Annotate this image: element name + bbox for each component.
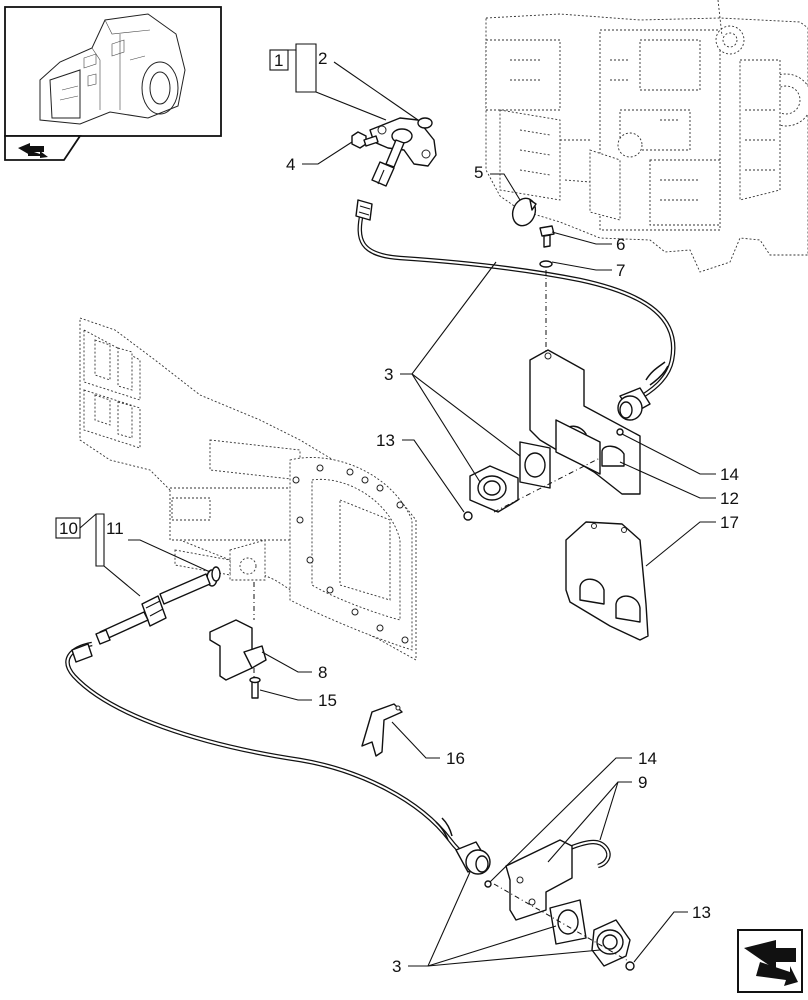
- speed-sensor-lower[interactable]: [95, 569, 218, 645]
- sensor-cable-lower[interactable]: [65, 641, 491, 875]
- callout-10: 10: [59, 519, 78, 538]
- callout-11: 11: [106, 519, 124, 538]
- callout-13-upper: 13: [376, 431, 395, 450]
- engine-block-drawing: [485, 0, 808, 273]
- callout-15: 15: [318, 691, 337, 710]
- transmission-housing-drawing: [79, 317, 417, 661]
- callout-12: 12: [720, 489, 739, 508]
- screw-13-upper[interactable]: [463, 511, 473, 521]
- bracket-8[interactable]: [209, 619, 267, 681]
- callout-8: 8: [318, 663, 327, 682]
- connector-housing-upper[interactable]: [469, 465, 519, 513]
- screw-13-lower[interactable]: [625, 961, 635, 971]
- callout-14-lower: 14: [638, 749, 657, 768]
- callout-9: 9: [638, 773, 647, 792]
- connector-housing-lower[interactable]: [591, 919, 631, 967]
- pin-14-lower[interactable]: [484, 880, 492, 888]
- clip-bracket-16[interactable]: [361, 703, 403, 757]
- callout-16: 16: [446, 749, 465, 768]
- leader-lines: [79, 43, 716, 967]
- speed-sensor-upper[interactable]: [369, 117, 437, 187]
- sensor-cable-upper[interactable]: [355, 199, 676, 421]
- callout-4: 4: [286, 155, 295, 174]
- next-page-arrow-icon[interactable]: [737, 929, 803, 993]
- callout-3-upper: 3: [384, 365, 393, 384]
- callout-7: 7: [616, 261, 625, 280]
- heat-shield-17[interactable]: [565, 521, 649, 641]
- transmission-housing-thumbnail-image: [39, 13, 186, 125]
- protective-cap-5[interactable]: [509, 195, 539, 229]
- callout-2: 2: [318, 49, 327, 68]
- bolt-15[interactable]: [249, 676, 261, 699]
- callout-17: 17: [720, 513, 739, 532]
- o-ring-11[interactable]: [211, 566, 221, 582]
- bolt-6[interactable]: [539, 225, 555, 248]
- callout-5: 5: [474, 163, 483, 182]
- gasket-upper[interactable]: [519, 441, 551, 489]
- gasket-lower[interactable]: [549, 899, 587, 945]
- callout-14-upper: 14: [720, 465, 739, 484]
- callout-3-lower: 3: [392, 957, 401, 976]
- callout-6: 6: [616, 235, 625, 254]
- bolt-4[interactable]: [351, 131, 379, 149]
- thumbnail-frame[interactable]: [4, 6, 222, 137]
- callouts: 1 2 4 5 6 7 3 13 14 12 17 10 11 8 15 16 …: [55, 49, 739, 976]
- pin-14-upper[interactable]: [616, 428, 624, 436]
- cable-loop-9[interactable]: [513, 839, 611, 875]
- callout-1: 1: [274, 51, 283, 70]
- o-ring-2[interactable]: [417, 117, 433, 129]
- washer-7[interactable]: [539, 260, 553, 268]
- callout-13-lower: 13: [692, 903, 711, 922]
- previous-page-arrow-icon[interactable]: [4, 135, 82, 161]
- gasket-12[interactable]: [555, 419, 601, 475]
